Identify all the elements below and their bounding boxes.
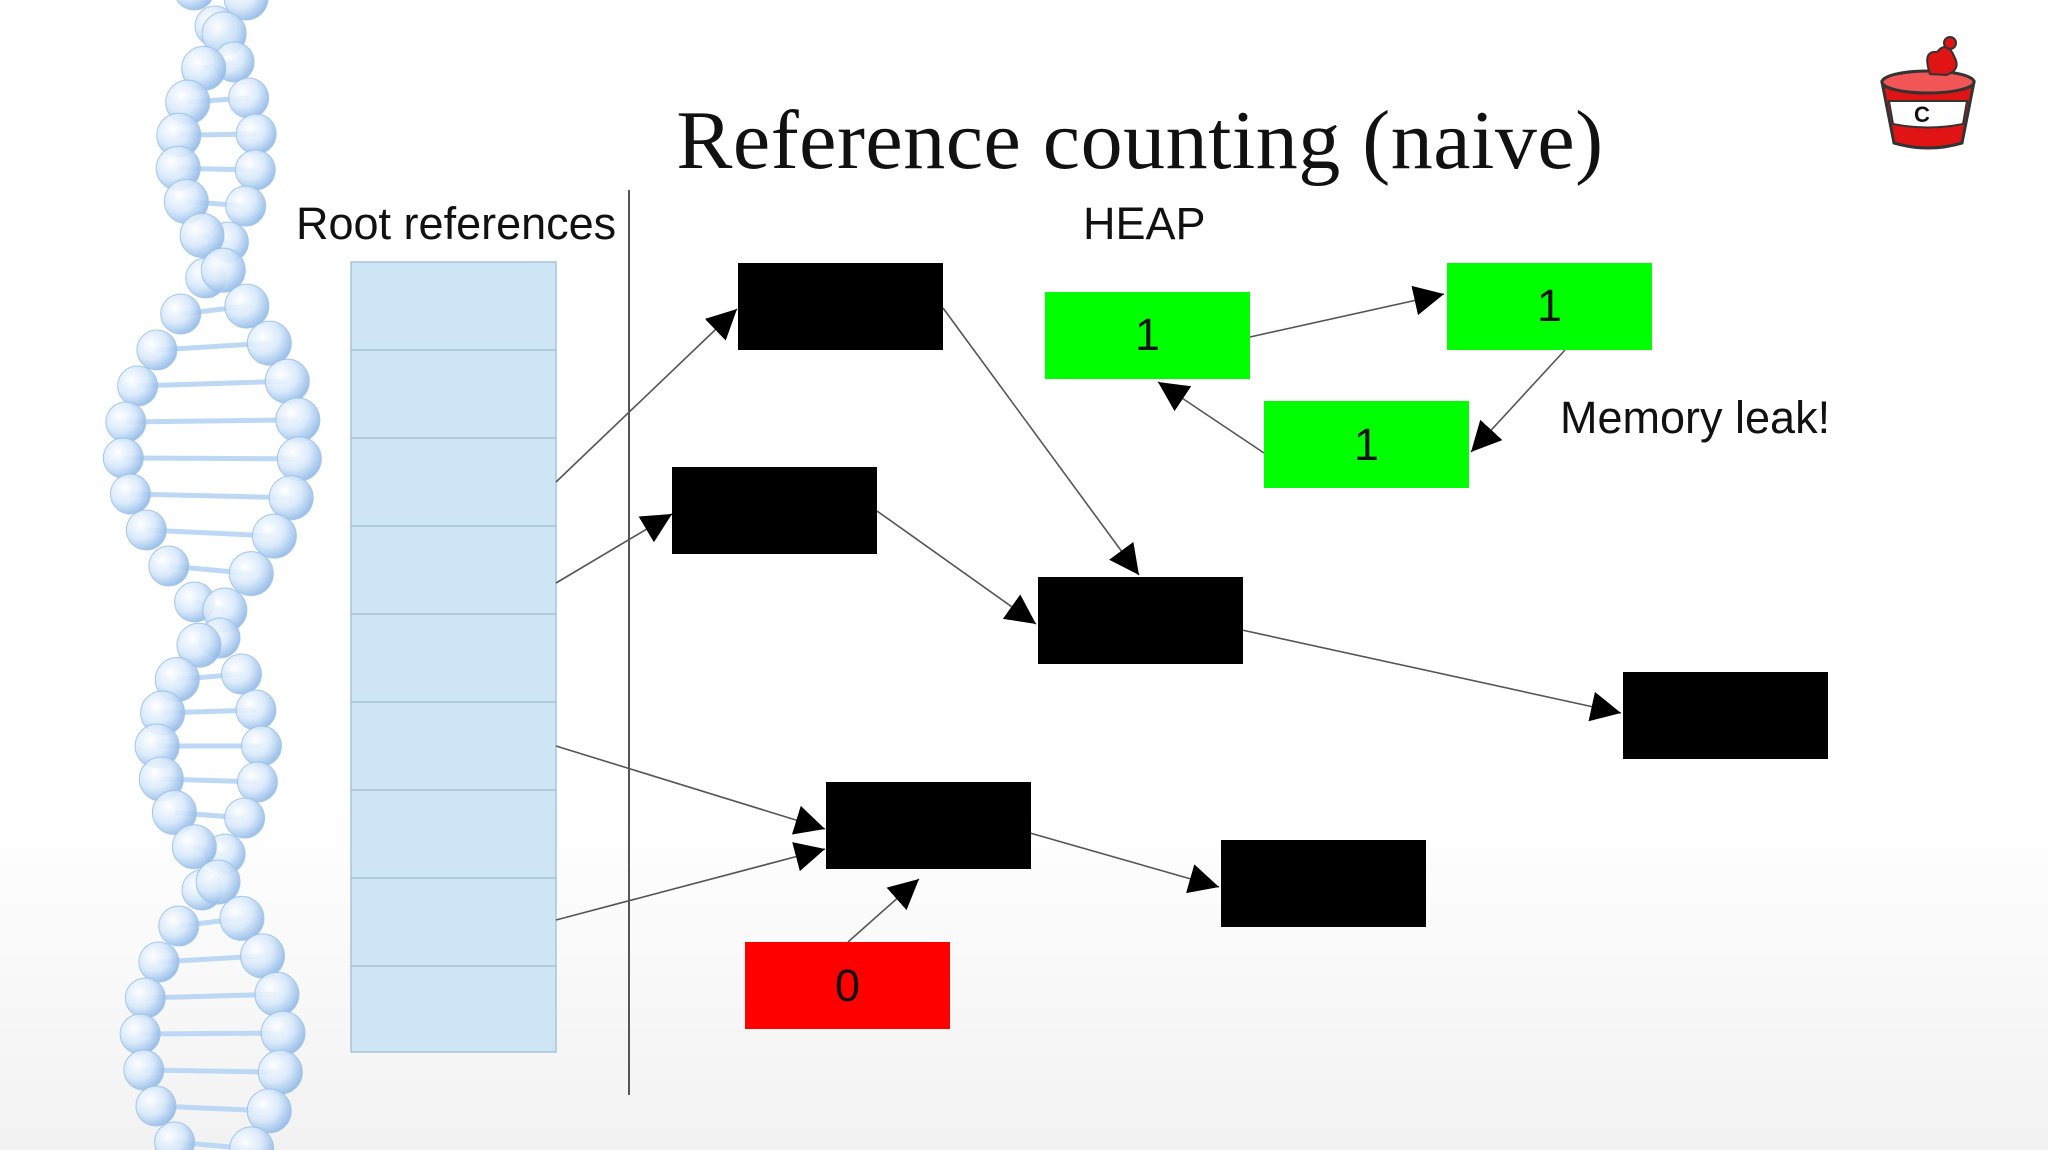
- dna-helix-decoration: [102, 0, 322, 1150]
- arrow-orphan-to-obj-e: [847, 878, 920, 943]
- arrow-obj-c-to-obj-d: [1241, 629, 1622, 722]
- dna-bead: [228, 551, 274, 597]
- root-slot: [350, 877, 557, 967]
- dna-bead: [246, 1088, 292, 1134]
- dna-bead: [268, 475, 314, 521]
- dna-bead: [171, 824, 217, 870]
- cycle-object-2: [1447, 263, 1652, 350]
- dna-rung: [143, 1067, 281, 1075]
- root-slot: [350, 613, 557, 703]
- cycle-object-1-count: 1: [1134, 309, 1161, 360]
- dna-bead: [151, 790, 197, 836]
- arrow-root4-to-obj-b: [555, 513, 673, 584]
- dna-bead: [236, 761, 278, 803]
- arrow-cycle1-to-cycle2: [1249, 285, 1445, 338]
- dna-rung: [137, 378, 288, 389]
- arrow-root3-to-obj-a: [555, 308, 738, 483]
- dna-bead: [257, 1049, 303, 1095]
- reference-arrows: [555, 285, 1622, 943]
- dna-bead: [124, 977, 166, 1019]
- dna-bead: [275, 397, 321, 443]
- dna-rung: [123, 455, 300, 462]
- root-slot: [350, 261, 557, 351]
- arrow-obj-b-to-obj-c: [876, 510, 1037, 625]
- dna-bead: [154, 1121, 196, 1150]
- dna-bead: [219, 895, 265, 941]
- dna-bead: [224, 283, 270, 329]
- dna-bead: [138, 941, 180, 983]
- orphan-object-count: 0: [834, 960, 861, 1011]
- root-references-label: Root references: [296, 198, 617, 249]
- dna-bead: [225, 185, 267, 227]
- heap-object: [672, 467, 877, 554]
- dna-bead: [179, 212, 225, 258]
- dna-bead: [176, 622, 222, 668]
- dna-bead: [251, 513, 297, 559]
- heap-object: [738, 263, 943, 350]
- cup-logo-icon: [1880, 36, 1976, 150]
- dna-bead: [254, 971, 300, 1017]
- logo-letter: C: [1914, 102, 1930, 127]
- dna-bead: [160, 293, 202, 335]
- dna-bead: [135, 1085, 177, 1127]
- dna-bead: [125, 509, 167, 551]
- dna-bead: [136, 329, 178, 371]
- dna-rung: [130, 491, 292, 501]
- dna-rung: [140, 1030, 284, 1037]
- root-slot: [350, 349, 557, 439]
- arrow-cycle2-to-cycle3: [1470, 349, 1566, 453]
- arrow-root8-to-obj-e: [555, 842, 826, 921]
- heap-object: [1038, 577, 1243, 664]
- dna-bead: [224, 797, 266, 839]
- arrow-obj-e-to-obj-f: [1029, 832, 1220, 894]
- dna-bead: [260, 1010, 306, 1056]
- cycle-object-3-count: 1: [1353, 419, 1380, 470]
- dna-bead: [276, 436, 322, 482]
- arrow-cycle3-to-cycle1: [1157, 381, 1265, 454]
- dna-bead: [240, 933, 286, 979]
- cycle-object-1: [1045, 292, 1250, 379]
- heap-object: [1221, 840, 1426, 927]
- dna-bead: [117, 365, 159, 407]
- dna-bead: [119, 1013, 161, 1055]
- dna-bead: [235, 689, 277, 731]
- dna-bead: [148, 545, 190, 587]
- dna-bead: [264, 358, 310, 404]
- heap-label: HEAP: [1083, 198, 1206, 249]
- dna-bead: [195, 859, 241, 905]
- dna-rung: [125, 417, 298, 425]
- dna-bead: [220, 653, 262, 695]
- dna-bead: [246, 320, 292, 366]
- cycle-object-3: [1264, 401, 1469, 488]
- heap-object: [1623, 672, 1828, 759]
- dna-bead: [200, 247, 246, 293]
- dna-bead: [240, 725, 282, 767]
- arrow-root6-to-obj-e: [555, 745, 826, 835]
- dna-bead: [176, 0, 213, 11]
- memory-leak-label: Memory leak!: [1560, 392, 1831, 443]
- root-references-stack: [350, 261, 557, 1053]
- root-slot: [350, 965, 557, 1053]
- root-slot: [350, 437, 557, 527]
- slide-title: Reference counting (naive): [676, 94, 1604, 187]
- dna-bead: [109, 473, 151, 515]
- dna-bead: [158, 905, 200, 947]
- root-slot: [350, 789, 557, 879]
- root-slot: [350, 701, 557, 791]
- dna-bead: [123, 1049, 165, 1091]
- dna-bead: [229, 1126, 275, 1150]
- orphan-object: [745, 942, 950, 1029]
- arrow-obj-a-to-obj-c: [942, 307, 1140, 576]
- dna-bead: [102, 437, 144, 479]
- cycle-object-2-count: 1: [1536, 280, 1563, 331]
- root-slot: [350, 525, 557, 615]
- heap-object: [826, 782, 1031, 869]
- dna-bead: [105, 401, 147, 443]
